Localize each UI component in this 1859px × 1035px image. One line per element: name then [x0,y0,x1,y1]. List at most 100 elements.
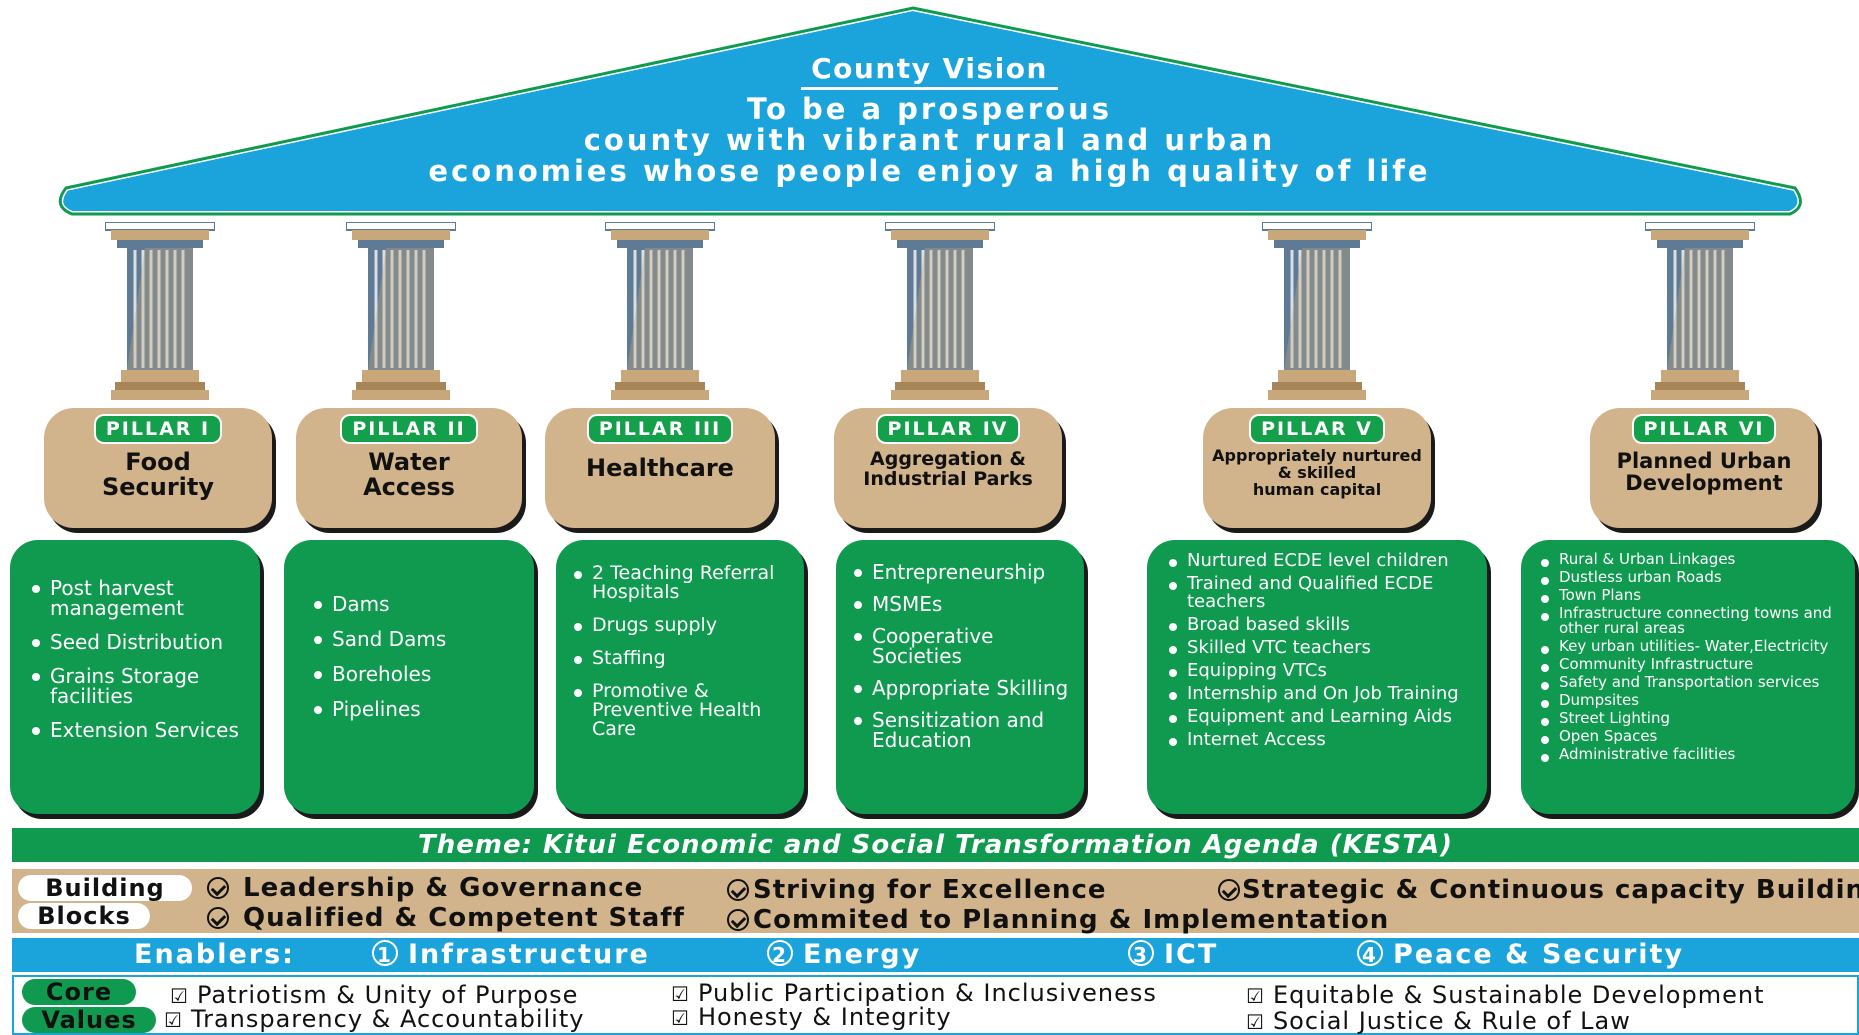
list-item: Cooperative Societies [854,626,1076,666]
list-item: Seed Distribution [32,632,250,652]
core-value-item: ☑Social Justice & Rule of Law [1246,1007,1631,1035]
number-circle-icon: 4 [1357,940,1383,967]
vision-line-3: economies whose people enjoy a high qual… [428,154,1431,188]
check-icon: ☑ [1246,1010,1265,1034]
pillar-column-6 [1645,222,1755,402]
block-item: Striving for Excellence [727,875,1107,905]
building-blocks-band: Building Blocks Leadership & Governance … [12,869,1859,935]
number-circle-icon: 1 [372,940,398,967]
number-circle-icon: 2 [767,940,793,967]
check-icon [727,909,749,931]
vision-line-2: county with vibrant rural and urban [583,123,1276,157]
list-item: Post harvest management [32,578,250,618]
building-label: Building [18,875,192,901]
list-item: Promotive & Preventive Health Care [574,682,796,739]
pillar-box-5: PILLAR V Appropriately nurtured& skilled… [1203,408,1431,528]
pillar-column-5 [1262,222,1372,402]
list-item: Safety and Transportation services [1541,675,1847,690]
enablers-label: Enablers: [134,939,295,970]
pillar-badge: PILLAR II [342,416,476,442]
roof [57,4,1804,217]
pillar-column-3 [605,222,715,402]
pillar-list-6: Rural & Urban Linkages Dustless urban Ro… [1521,540,1855,814]
theme-banner: Theme: Kitui Economic and Social Transfo… [12,828,1859,862]
pillar-list-1: Post harvest management Seed Distributio… [10,540,260,814]
check-icon: ☑ [170,984,189,1008]
check-icon: ☑ [164,1008,183,1032]
list-item: Pipelines [314,699,524,719]
pillar-list-2: Dams Sand Dams Boreholes Pipelines [284,540,534,814]
pillar-badge: PILLAR IV [877,416,1019,442]
list-item: Open Spaces [1541,729,1847,744]
pillar-list-5: Nurtured ECDE level children Trained and… [1147,540,1487,814]
list-item: Sensitization and Education [854,710,1076,750]
list-item: Equipping VTCs [1169,662,1477,680]
core-value-item: ☑Equitable & Sustainable Development [1246,981,1765,1009]
list-item: Broad based skills [1169,616,1477,634]
check-icon [207,907,229,929]
list-item: Internship and On Job Training [1169,685,1477,703]
check-icon [727,879,749,901]
check-icon: ☑ [1246,984,1265,1008]
list-item: Infrastructure connecting towns and othe… [1541,606,1847,636]
list-item: Dams [314,594,524,614]
list-item: Administrative facilities [1541,747,1847,762]
vision-line-1: To be a prosperous [747,92,1112,126]
list-item: Nurtured ECDE level children [1169,552,1477,570]
pillar-list-3: 2 Teaching Referral Hospitals Drugs supp… [556,540,804,814]
list-item: Skilled VTC teachers [1169,639,1477,657]
block-item: Leadership & Governance [207,873,643,903]
pillar-name: Aggregation &Industrial Parks [863,448,1033,490]
list-item: MSMEs [854,594,1076,614]
pillar-badge: PILLAR I [95,416,221,442]
list-item: Equipment and Learning Aids [1169,708,1477,726]
blocks-label: Blocks [18,903,150,929]
list-item: 2 Teaching Referral Hospitals [574,564,796,602]
pillar-badge: PILLAR VI [1633,416,1775,442]
list-item: Rural & Urban Linkages [1541,552,1847,567]
list-item: Entrepreneurship [854,562,1076,582]
list-item: Grains Storage facilities [32,666,250,706]
core-value-item: ☑Honesty & Integrity [671,1003,952,1031]
list-item: Community Infrastructure [1541,657,1847,672]
pillar-column-1 [105,222,215,402]
block-item: Strategic & Continuous capacity Building [1218,875,1859,905]
list-item: Street Lighting [1541,711,1847,726]
list-item: Sand Dams [314,629,524,649]
list-item: Town Plans [1541,588,1847,603]
core-value-item: ☑Public Participation & Inclusiveness [671,979,1157,1007]
list-item: Dustless urban Roads [1541,570,1847,585]
block-item: Commited to Planning & Implementation [727,905,1389,935]
check-icon [207,877,229,899]
core-value-item: ☑Patriotism & Unity of Purpose [170,981,579,1009]
list-item: Staffing [574,649,796,668]
vision-title: County Vision [0,52,1859,90]
block-item: Qualified & Competent Staff [207,903,685,933]
values-label: Values [22,1007,156,1033]
list-item: Trained and Qualified ECDE teachers [1169,575,1477,611]
list-item: Drugs supply [574,616,796,635]
list-item: Dumpsites [1541,693,1847,708]
check-icon: ☑ [671,1006,690,1030]
list-item: Internet Access [1169,731,1477,749]
core-label: Core [22,979,136,1005]
pillar-box-3: PILLAR III Healthcare [545,408,775,528]
check-icon [1218,879,1240,901]
pillar-badge: PILLAR V [1251,416,1383,442]
pillar-column-2 [346,222,456,402]
number-circle-icon: 3 [1128,940,1154,967]
check-icon: ☑ [671,982,690,1006]
list-item: Boreholes [314,664,524,684]
pillar-box-4: PILLAR IV Aggregation &Industrial Parks [834,408,1062,528]
